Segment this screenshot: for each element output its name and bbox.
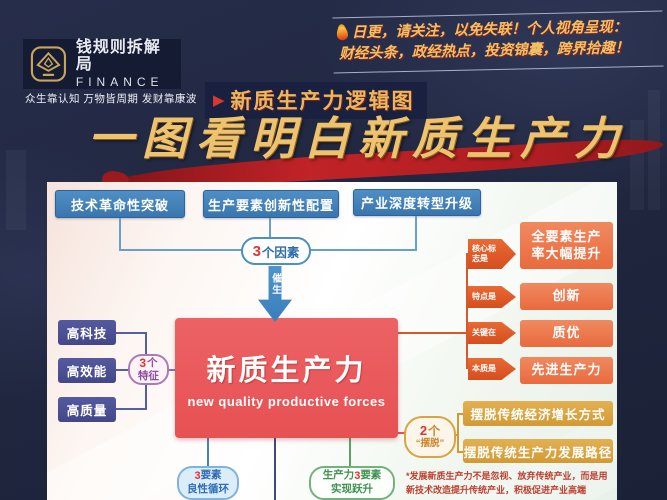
pill-number: 3 [194, 470, 201, 483]
connector-line [466, 253, 468, 369]
factors-count-pill: 3 个因素 [241, 237, 311, 265]
center-concept-box: 新质生产力 new quality productive forces [175, 318, 398, 438]
connector-line [116, 408, 147, 410]
flame-icon [335, 25, 349, 41]
feature-box-3: 高质量 [58, 397, 116, 422]
bottom-pill-leap: 生产力 3 要素 实现跃升 [309, 466, 395, 500]
breakaway-count: 2 [419, 423, 428, 439]
connector-line [207, 438, 209, 468]
pill-text-line2: 良性循环 [187, 483, 229, 496]
main-title: 一图看明白新质生产力 [88, 112, 629, 165]
brand-name: 钱规则拆解局 [75, 38, 161, 74]
catalyze-label: 催生 [270, 273, 281, 296]
features-count-unit: 个 [147, 357, 158, 370]
pill-text-line2: 实现跃升 [331, 483, 373, 496]
features-count-label: 特征 [138, 370, 159, 383]
attribute-tag-3: 关键在 [468, 322, 516, 344]
connector-line [415, 216, 417, 251]
skyline-decor [648, 90, 660, 210]
connector-line [309, 249, 417, 251]
section-title: 新质生产力逻辑图 [230, 90, 415, 113]
connector-line [269, 218, 271, 239]
attribute-tag-label: 特点是 [472, 292, 496, 302]
connector-line [457, 413, 463, 415]
attribute-box-2: 创新 [520, 283, 613, 310]
attribute-box-4: 先进生产力 [520, 357, 613, 384]
pill-text: 生产力 [322, 469, 355, 482]
brand-tagline: 众生靠认知 万物皆周期 发财靠康波 [25, 93, 197, 105]
breakaway-count-pill: 2 个 “摆脱” [404, 416, 456, 458]
factor-box-3: 产业深度转型升级 [353, 189, 481, 216]
brand-subtitle: FINANCE [75, 75, 164, 89]
feature-box-1: 高科技 [58, 320, 116, 345]
factor-box-1: 技术革命性突破 [55, 190, 185, 218]
feature-box-2: 高效能 [58, 358, 116, 383]
catalyze-arrow-icon: 催生 [258, 266, 292, 322]
logo-icon [30, 46, 67, 82]
features-count: 3 [139, 355, 147, 370]
breakaway-box-1: 摆脱传统经济增长方式 [463, 401, 613, 426]
attribute-tag-label: 关键在 [472, 328, 496, 338]
attribute-box-3: 质优 [520, 320, 613, 347]
skyline-decor [6, 150, 26, 230]
pill-text: 要素 [200, 469, 222, 482]
bottom-pill-cycle: 3 要素 良性循环 [177, 466, 239, 500]
connector-line [398, 332, 467, 334]
connector-line [457, 451, 463, 453]
connector-line [168, 369, 175, 371]
center-title: 新质生产力 [206, 355, 367, 387]
attribute-tag-2: 特点是 [468, 286, 516, 308]
connector-line [119, 218, 121, 251]
breakaway-count-unit: 个 [428, 423, 441, 438]
diagram-panel: 技术革命性突破 生产要素创新性配置 产业深度转型升级 3 个因素 催生 新质生产… [47, 182, 617, 500]
attribute-tag-label: 本质是 [472, 364, 496, 374]
pill-text: 要素 [360, 469, 382, 482]
connector-line [398, 432, 406, 434]
connector-line [349, 438, 351, 468]
pill-number: 3 [354, 470, 361, 483]
connector-line [457, 413, 459, 453]
brand-logo-card: 钱规则拆解局 FINANCE [23, 39, 181, 89]
connector-line [454, 434, 459, 436]
promo-banner: 日更，请关注，以免失联！个人视角呈现： 财经头条，政经热点，投资锦囊，跨界拾趣！ [332, 10, 664, 74]
play-icon: ▶ [213, 91, 225, 109]
breakaway-box-2: 摆脱传统生产力发展路径 [463, 439, 613, 463]
footnote: *发展新质生产力不是忽视、放弃传统产业，而是用新技术改造提升传统产业，积极促进产… [406, 471, 608, 495]
section-title-band: ▶ 新质生产力逻辑图 [205, 82, 427, 119]
factors-count-label: 个因素 [261, 245, 300, 260]
attribute-tag-4: 本质是 [468, 358, 516, 380]
connector-line [116, 332, 147, 334]
connector-line [274, 438, 276, 500]
breakaway-count-label: “摆脱” [415, 438, 445, 449]
factors-count: 3 [252, 242, 261, 260]
connector-line [116, 369, 130, 371]
attribute-tag-label: 核心标志是 [472, 244, 496, 263]
features-count-pill: 3 个 特征 [128, 354, 169, 385]
center-subtitle: new quality productive forces [187, 394, 386, 409]
connector-line [119, 249, 245, 251]
factor-box-2: 生产要素创新性配置 [203, 190, 339, 218]
attribute-box-1: 全要素生产率大幅提升 [520, 222, 613, 269]
